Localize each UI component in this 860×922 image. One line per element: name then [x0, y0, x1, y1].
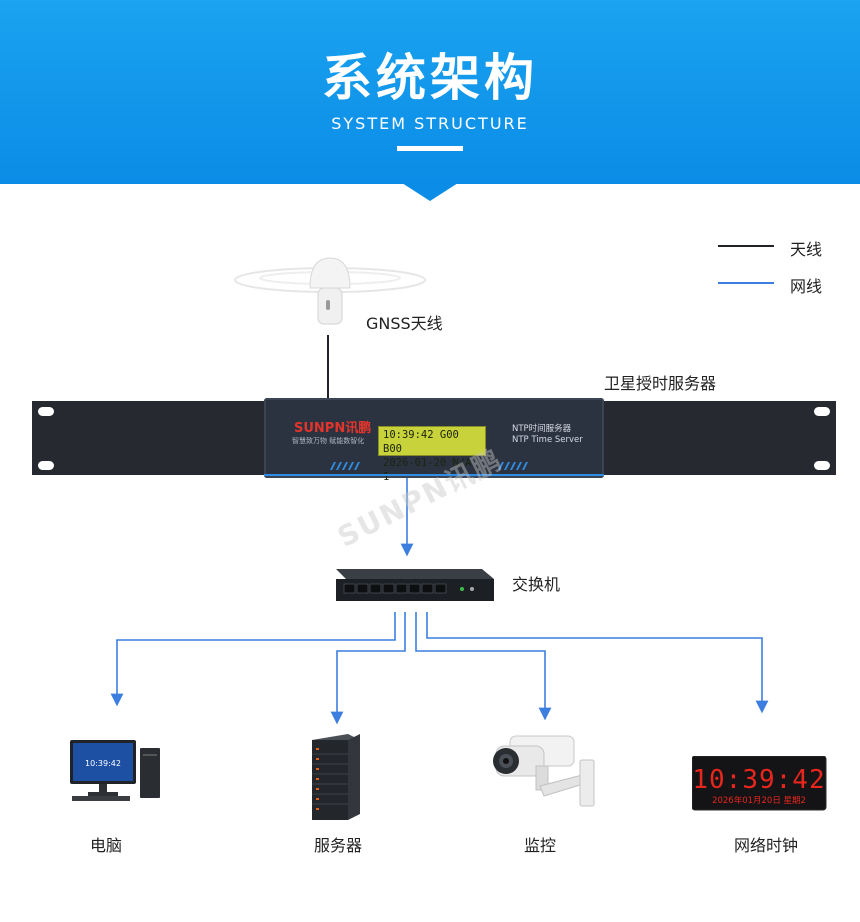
legend-network-swatch [718, 282, 774, 284]
page-subtitle: SYSTEM STRUCTURE [331, 114, 529, 133]
antenna-label: GNSS天线 [366, 314, 443, 333]
device-label-computer: 电脑 [89, 836, 122, 855]
header-banner [0, 0, 860, 184]
computer-icon: 10:39:42 [70, 740, 160, 801]
link-clock [426, 612, 769, 714]
clock-digits: 10:39:42 [692, 765, 825, 795]
legend-antenna-label: 天线 [790, 240, 823, 259]
gnss-antenna-icon [234, 257, 426, 325]
model-name-en: NTP Time Server [512, 435, 583, 445]
switch-label: 交换机 [512, 575, 561, 594]
title-underline [397, 146, 463, 151]
rack-hole [814, 461, 830, 470]
lcd-line-1: 10:39:42 G00 B00 [383, 429, 459, 455]
link-pc [110, 612, 396, 707]
model-name: NTP时间服务器 NTP Time Server [512, 424, 583, 446]
model-name-cn: NTP时间服务器 [512, 424, 572, 434]
brand-slogan: 智慧致万物 赋能数智化 [292, 437, 365, 445]
rack-ear-left [32, 401, 264, 475]
server-label: 卫星授时服务器 [604, 374, 717, 393]
legend-antenna-swatch [718, 245, 774, 247]
lcd-display: 10:39:42 G00 B00 2026-01-20 N/A 1 [378, 426, 486, 483]
lcd-line-2: 2026-01-20 N/A 1 [383, 457, 472, 483]
link-camera [415, 612, 552, 721]
device-label-camera: 监控 [523, 836, 556, 855]
security-camera-icon [493, 735, 595, 807]
server-rack-icon [312, 734, 360, 820]
page-title: 系统架构 [322, 49, 538, 107]
rack-hole [814, 407, 830, 416]
rack-ear-right [604, 401, 836, 475]
rack-hole [38, 461, 54, 470]
legend-network-label: 网线 [790, 277, 823, 296]
computer-screen-time: 10:39:42 [85, 759, 121, 768]
network-switch-icon [336, 569, 494, 601]
header-notch [402, 183, 458, 201]
clock-date: 2026年01月20日 星期2 [712, 795, 806, 806]
panel-stripes-icon [264, 462, 604, 476]
device-label-server: 服务器 [313, 836, 362, 855]
link-server [330, 612, 406, 725]
network-clock-icon: 10:39:42 2026年01月20日 星期2 [692, 756, 827, 811]
device-label-clock: 网络时钟 [733, 836, 798, 855]
brand-logo: SUNPN讯鹏 [294, 421, 372, 436]
rack-hole [38, 407, 54, 416]
